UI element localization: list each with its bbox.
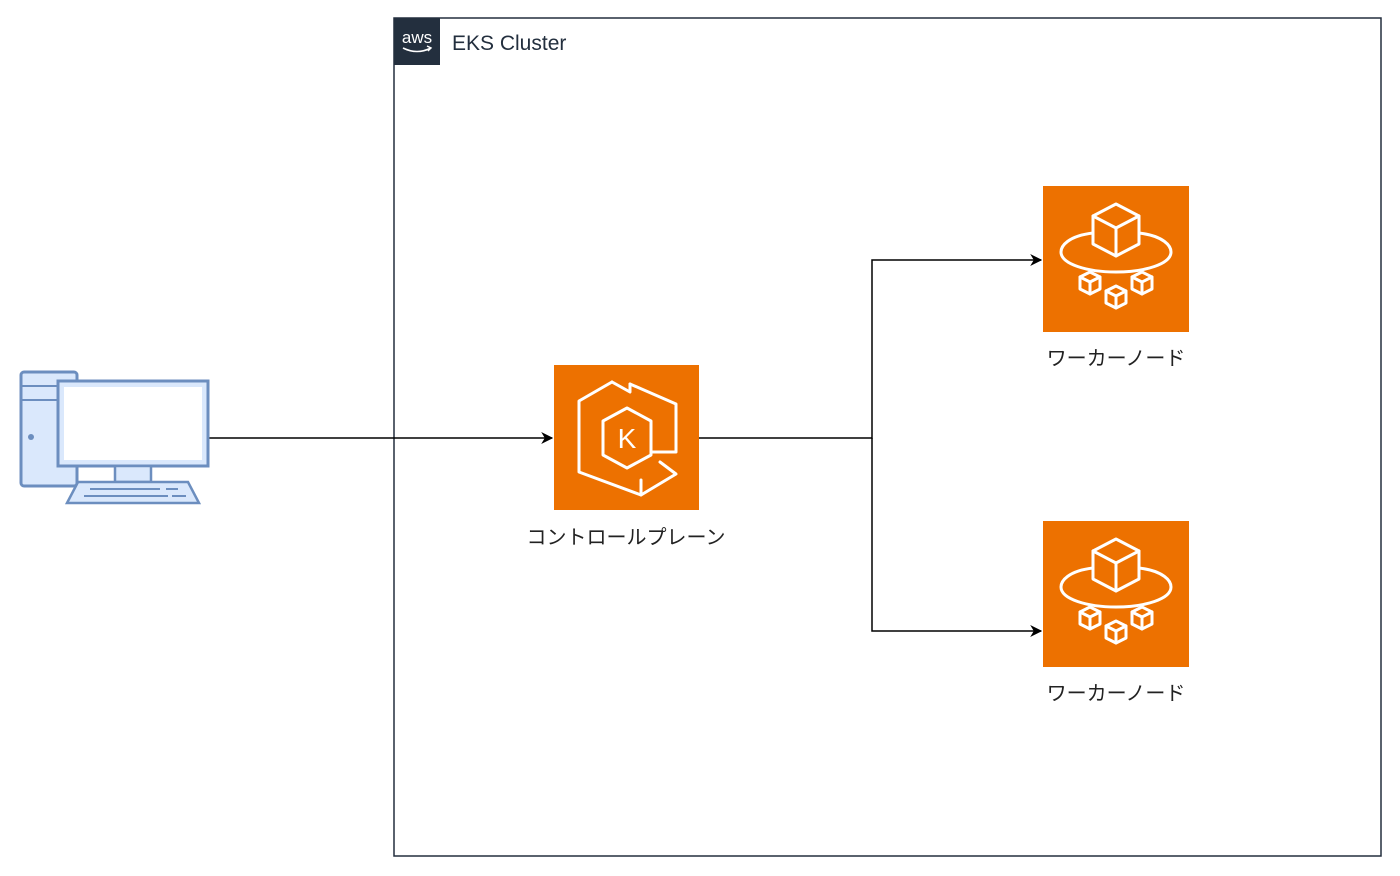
worker-node-1-label: ワーカーノード bbox=[1046, 346, 1186, 370]
eks-worker-node-icon bbox=[1043, 521, 1189, 667]
eks-worker-node-icon bbox=[1043, 186, 1189, 332]
connector-control-plane-to-worker-2 bbox=[871, 438, 1043, 637]
aws-badge-text: aws bbox=[402, 28, 432, 47]
worker-node-2-label: ワーカーノード bbox=[1046, 681, 1186, 705]
kubernetes-letter: K bbox=[618, 423, 637, 454]
eks-kubernetes-icon: K bbox=[554, 365, 699, 510]
control-plane-label: コントロールプレーン bbox=[526, 525, 726, 549]
aws-logo-icon: aws bbox=[394, 18, 440, 65]
desktop-computer-icon bbox=[19, 370, 210, 505]
eks-cluster-boundary bbox=[393, 17, 1382, 857]
cluster-title: EKS Cluster bbox=[452, 32, 567, 55]
connector-control-plane-to-worker-1 bbox=[699, 254, 1043, 439]
